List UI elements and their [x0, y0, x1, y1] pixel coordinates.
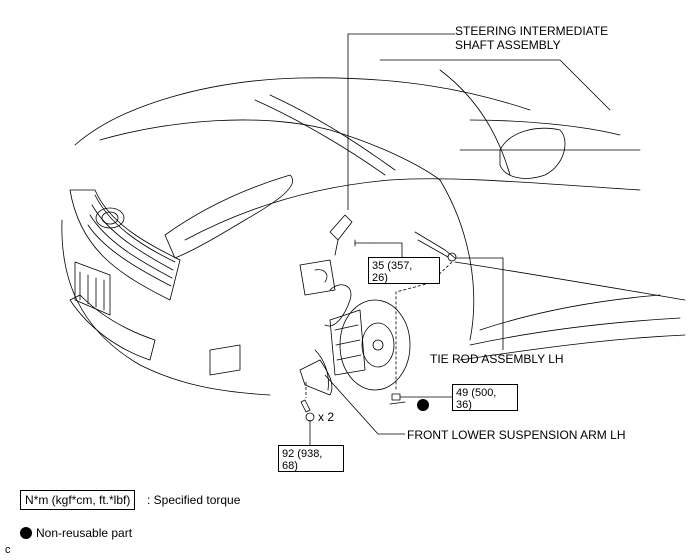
- label-steering-shaft: STEERING INTERMEDIATE SHAFT ASSEMBLY: [455, 24, 609, 52]
- brake-rotor: [339, 299, 411, 391]
- label-lower-arm: FRONT LOWER SUSPENSION ARM LH: [407, 428, 626, 442]
- legend-torque-desc: : Specified torque: [147, 493, 241, 507]
- emblem: [95, 207, 125, 229]
- grille-outline: [69, 189, 181, 301]
- non-reusable-marker: [417, 399, 429, 411]
- corner-code: c: [5, 544, 11, 556]
- leader-lower-arm: [324, 374, 405, 435]
- leader-steering-shaft: [347, 33, 455, 210]
- legend-torque-unit: N*m (kgf*cm, ft.*lbf): [20, 490, 136, 510]
- dashed-tie-rod-link: [395, 261, 453, 390]
- steering-knuckle: [324, 284, 352, 327]
- torque-box-tie-rod-nut: 49 (500, 36): [452, 384, 518, 411]
- label-tie-rod: TIE ROD ASSEMBLY LH: [430, 352, 564, 366]
- hood-outline: [74, 77, 531, 146]
- legend-nonreusable-dot: [20, 527, 32, 539]
- leader-tie-rod: [455, 257, 504, 350]
- mirror-outline: [499, 127, 566, 179]
- intermediate-shaft: [329, 214, 353, 241]
- torque-box-shaft-bolt: 35 (357, 26): [368, 257, 440, 284]
- label-multiplier: x 2: [318, 410, 335, 424]
- caliper: [329, 309, 366, 376]
- tie-rod: [414, 231, 456, 259]
- torque-box-arm-bolts: 92 (938, 68): [278, 445, 344, 472]
- leader-shaft-bolt: [370, 242, 403, 258]
- legend-nonreusable-desc: Non-reusable part: [36, 526, 133, 540]
